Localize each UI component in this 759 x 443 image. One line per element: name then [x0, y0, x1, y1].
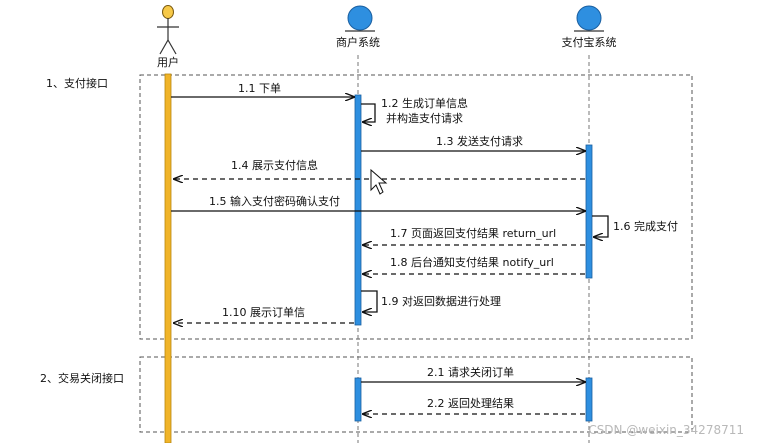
msg-1-10-label: 1.10 展示订单信 — [222, 306, 305, 319]
msg-1-2-label-line2: 并构造支付请求 — [386, 111, 463, 125]
user-actor-icon — [157, 5, 179, 55]
msg-2-1-label: 2.1 请求关闭订单 — [427, 365, 514, 379]
msg-1-1-label: 1.1 下单 — [238, 82, 281, 95]
merchant-activation-close — [354, 377, 362, 422]
merchant-activation-pay — [354, 94, 362, 326]
msg-1-9-label: 1.9 对返回数据进行处理 — [381, 294, 501, 308]
alipay-activation-pay — [585, 144, 593, 279]
msg-1-5-label: 1.5 输入支付密码确认支付 — [209, 194, 340, 208]
merchant-label: 商户系统 — [336, 35, 380, 49]
alipay-entity-icon — [576, 5, 602, 31]
msg-1-2-label-line1: 1.2 生成订单信息 — [381, 96, 468, 110]
msg-1-6-label: 1.6 完成支付 — [613, 219, 678, 233]
user-label: 用户 — [157, 55, 179, 69]
mouse-cursor-icon — [370, 168, 388, 195]
msg-1-8-label: 1.8 后台通知支付结果 notify_url — [390, 255, 554, 269]
alipay-activation-close — [585, 377, 593, 422]
msg-1-4-label: 1.4 展示支付信息 — [231, 158, 318, 172]
merchant-entity-icon — [347, 5, 373, 31]
msg-1-7-label: 1.7 页面返回支付结果 return_url — [390, 227, 556, 240]
frame-pay-interface — [139, 74, 693, 340]
frame-close-interface — [139, 356, 693, 433]
msg-1-2-self-arrow — [361, 103, 376, 122]
msg-1-3-label: 1.3 发送支付请求 — [436, 134, 523, 148]
msg-2-2-label: 2.2 返回处理结果 — [427, 397, 514, 410]
alipay-label: 支付宝系统 — [562, 35, 617, 49]
frame-pay-label: 1、支付接口 — [46, 77, 108, 90]
watermark-text: CSDN @weixin_34278711 — [588, 423, 744, 437]
user-lifeline — [164, 73, 172, 443]
frame-close-label: 2、交易关闭接口 — [40, 371, 124, 385]
msg-1-9-self-arrow — [361, 290, 378, 312]
msg-1-6-self-arrow — [592, 215, 609, 237]
